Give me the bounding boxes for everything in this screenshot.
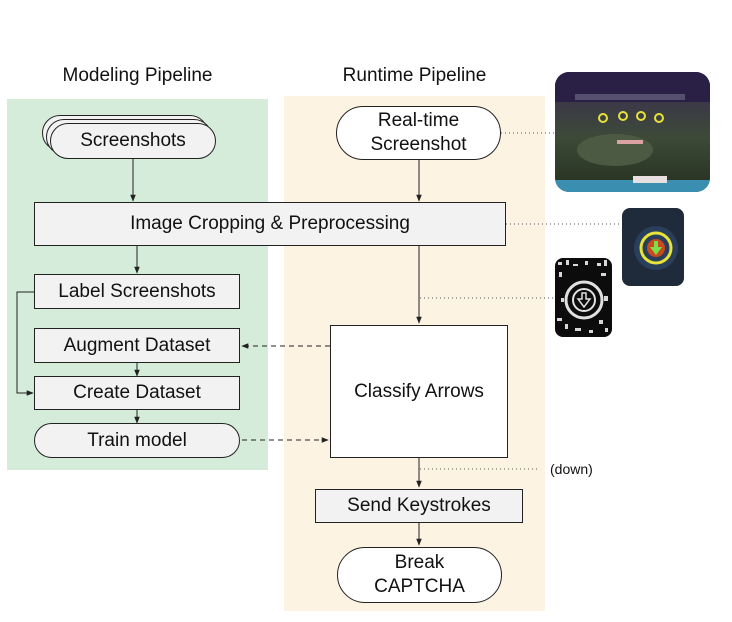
train-model-node: Train model	[34, 423, 240, 458]
classify-arrows-node: Classify Arrows	[330, 325, 508, 458]
game-screenshot-image	[555, 72, 710, 192]
modeling-pipeline-title: Modeling Pipeline	[62, 65, 213, 86]
preprocessed-arrow-image	[555, 258, 612, 337]
augment-dataset-node: Augment Dataset	[34, 328, 240, 363]
runtime-pipeline-title: Runtime Pipeline	[342, 65, 487, 86]
realtime-screenshot-thumbnail	[555, 72, 710, 192]
arrow-label-to-create	[16, 291, 35, 396]
down-annotation: (down)	[550, 461, 593, 477]
cropped-arrow-image	[622, 208, 684, 286]
label-screenshots-node: Label Screenshots	[34, 274, 240, 309]
break-captcha-node: Break CAPTCHA	[337, 547, 502, 603]
create-dataset-node: Create Dataset	[34, 376, 240, 410]
preprocessed-arrow-thumbnail	[555, 258, 612, 337]
image-cropping-node: Image Cropping & Preprocessing	[34, 202, 506, 246]
realtime-screenshot-node: Real-time Screenshot	[336, 106, 501, 160]
screenshots-node: Screenshots	[50, 123, 216, 159]
send-keystrokes-node: Send Keystrokes	[315, 489, 523, 523]
cropped-arrow-thumbnail	[622, 208, 684, 286]
